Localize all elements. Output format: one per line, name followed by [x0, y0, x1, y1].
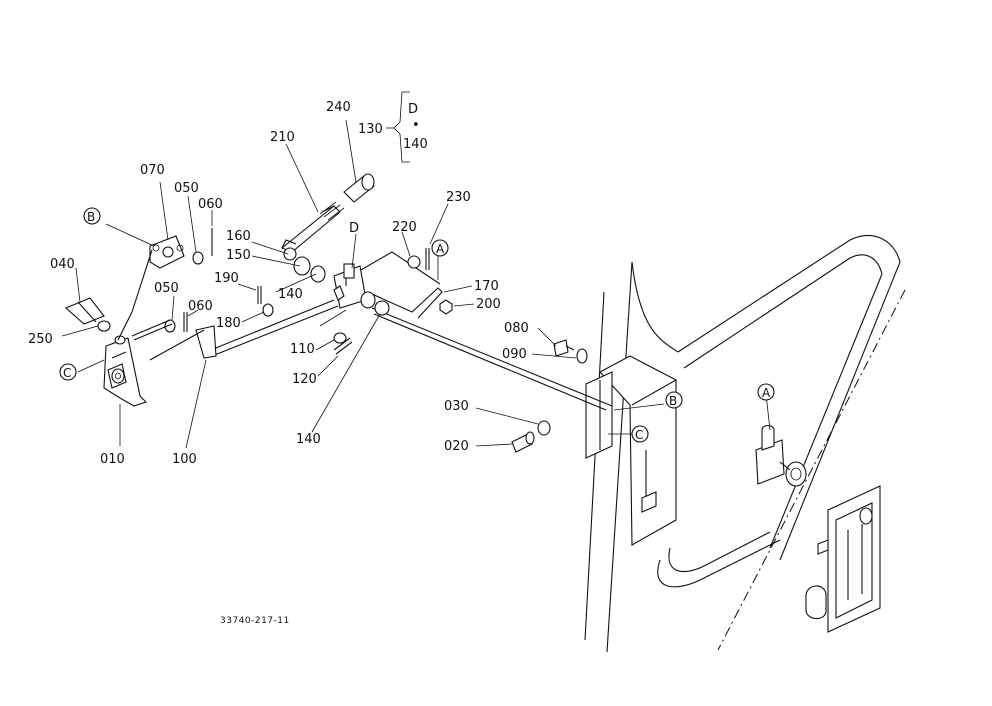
callout-050b: 050	[154, 281, 179, 296]
ref-c-right: C	[635, 428, 643, 442]
set-group-label: 130	[358, 122, 383, 137]
callout-030: 030	[444, 399, 469, 414]
door-lock-cylinder	[755, 424, 807, 487]
callout-010: 010	[100, 452, 125, 467]
callout-090: 090	[502, 347, 527, 362]
callout-060b: 060	[188, 299, 213, 314]
ref-a-right: A	[762, 386, 771, 400]
latch-010	[103, 335, 148, 407]
ref-b-left: B	[87, 210, 95, 224]
ref-markers: B C A B C A D	[59, 207, 775, 443]
callout-240: 240	[326, 100, 351, 115]
callout-050a: 050	[174, 181, 199, 196]
set-group-dot: •	[412, 118, 420, 133]
sleeve-240	[343, 173, 375, 203]
callout-020: 020	[444, 439, 469, 454]
ref-a-mid: A	[436, 242, 445, 256]
spring-040	[64, 297, 105, 325]
callout-220: 220	[392, 220, 417, 235]
latch-small-parts	[97, 228, 213, 361]
drawing-number: 33740-217-11	[220, 616, 290, 626]
latch-cover-070	[149, 235, 185, 269]
callout-190: 190	[214, 271, 239, 286]
outer-door-handle	[805, 485, 881, 633]
callout-140b: 140	[296, 432, 321, 447]
callout-200: 200	[476, 297, 501, 312]
set-group-bracket: 130 D • 140	[358, 91, 428, 163]
set-group-top: D	[408, 102, 418, 117]
callout-040: 040	[50, 257, 75, 272]
callout-110: 110	[290, 342, 315, 357]
callout-230: 230	[446, 190, 471, 205]
callout-180: 180	[216, 316, 241, 331]
bellcrank	[283, 247, 390, 316]
door-frame	[584, 235, 906, 653]
callout-160: 160	[226, 229, 251, 244]
callout-150: 150	[226, 248, 251, 263]
ref-d: D	[349, 221, 359, 236]
part-callouts: 240 210 230 220 170 200 160 150 190 140 …	[28, 100, 529, 467]
callout-170: 170	[474, 279, 499, 294]
ref-c-left: C	[63, 366, 71, 380]
small-fasteners	[257, 248, 588, 453]
set-group-bottom: 140	[403, 137, 428, 152]
ref-b-right: B	[669, 394, 677, 408]
linkage-rods	[195, 201, 613, 411]
callout-210: 210	[270, 130, 295, 145]
callout-060a: 060	[198, 197, 223, 212]
callout-120: 120	[292, 372, 317, 387]
callout-070: 070	[140, 163, 165, 178]
callout-100: 100	[172, 452, 197, 467]
callout-250: 250	[28, 332, 53, 347]
callout-080: 080	[504, 321, 529, 336]
callout-140a: 140	[278, 287, 303, 302]
